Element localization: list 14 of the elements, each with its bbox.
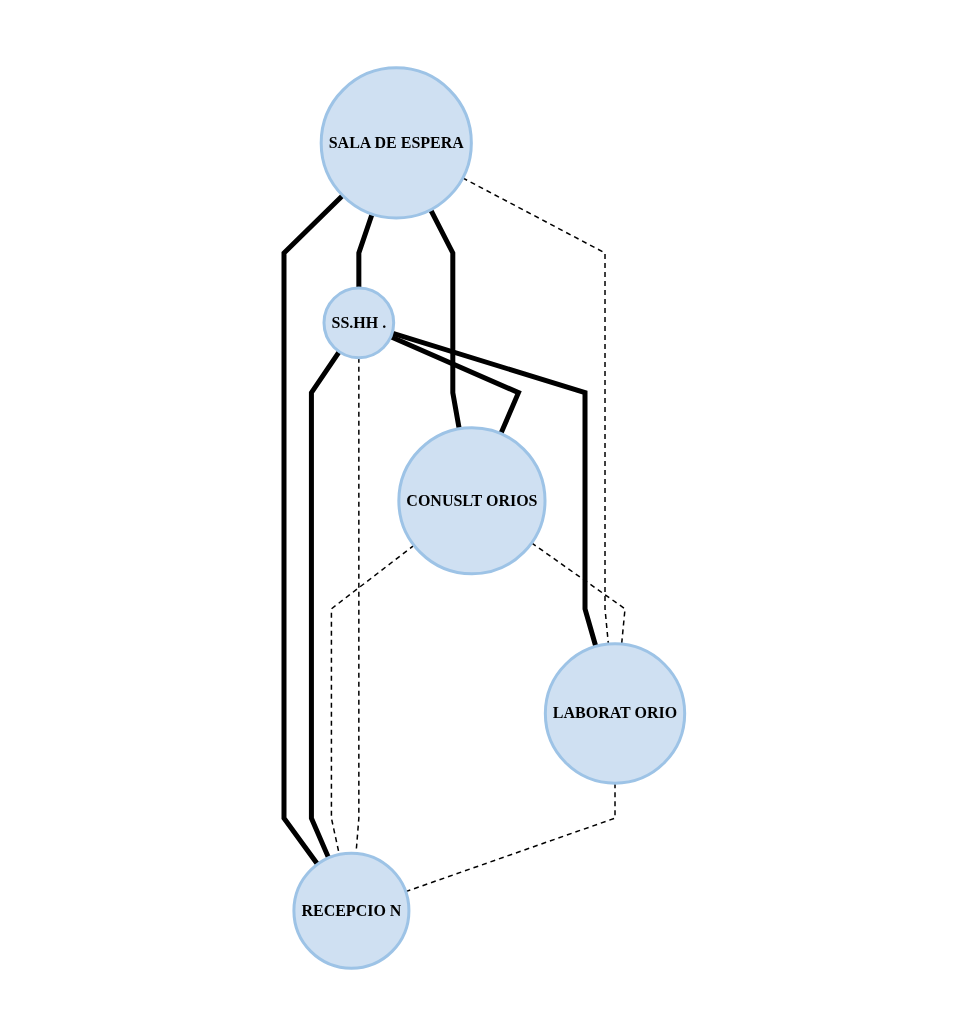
connector <box>461 177 609 645</box>
connector <box>308 350 341 859</box>
connector <box>356 213 375 288</box>
connector <box>428 208 462 430</box>
connector <box>281 193 345 866</box>
node-circle: SALA DE ESPERA <box>319 66 473 220</box>
node-circle: CONUSLT ORIOS <box>397 426 547 576</box>
node-circle: SS.HH . <box>322 286 395 360</box>
connector <box>389 334 522 435</box>
node-circle: LABORAT ORIO <box>543 642 686 785</box>
node-circle: RECEPCIO N <box>292 851 411 970</box>
connector <box>391 330 598 648</box>
connector <box>530 542 626 645</box>
connector <box>404 782 616 893</box>
